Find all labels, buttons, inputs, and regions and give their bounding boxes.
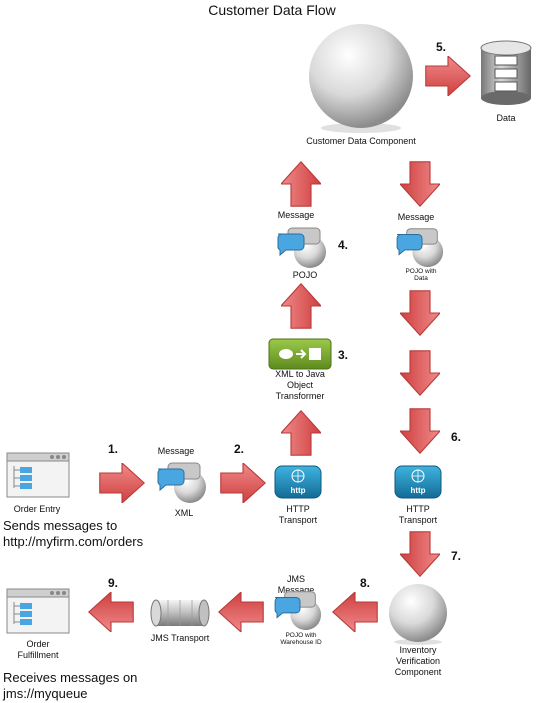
message-label-right: Message (397, 212, 435, 222)
inventory-verification-label: Inventory Verification Component (394, 645, 442, 677)
arrow-up-to-transformer (281, 410, 321, 456)
http-badge-left: http (290, 486, 305, 495)
http-transport-left-icon: http (274, 465, 322, 499)
jms-transport-label: JMS Transport (150, 633, 210, 643)
data-label: Data (496, 113, 516, 123)
pojo-with-warehouse-label: POJO with Warehouse ID (280, 632, 322, 647)
message-xml-label: Message (157, 446, 195, 456)
message-label-left: Message (277, 210, 315, 220)
jms-message-icon (274, 591, 322, 631)
step-3-label: 3. (338, 348, 349, 362)
transformer-icon (268, 338, 332, 370)
step-2-label: 2. (234, 442, 245, 456)
step-6-label: 6. (451, 430, 462, 444)
arrow-to-http-left (220, 463, 266, 503)
order-fulfillment-label: Order Fulfillment (17, 639, 59, 660)
arrow-down-2 (400, 350, 440, 396)
arrow-down-1 (400, 290, 440, 336)
xml-label: XML (174, 508, 194, 518)
arrow-down-to-inventory (400, 531, 440, 577)
order-entry-window-icon (6, 452, 70, 498)
diagram-title: Customer Data Flow (208, 2, 336, 18)
pojo-message-icon (277, 227, 326, 268)
arrow-to-data (425, 56, 471, 96)
arrow-to-jms-message (332, 592, 378, 632)
step-8-label: 8. (360, 576, 371, 590)
pojo-with-data-message-icon (396, 228, 444, 268)
receives-messages-text: Receives messages on jms://myqueue (3, 670, 138, 702)
step-5-label: 5. (436, 40, 447, 54)
http-transport-right-icon: http (394, 465, 442, 499)
order-entry-label: Order Entry (13, 504, 61, 514)
step-7-label: 7. (451, 549, 462, 563)
customer-data-component-label: Customer Data Component (306, 136, 416, 146)
arrow-up-to-pojo (281, 283, 321, 329)
arrow-down-from-component (400, 161, 440, 207)
jms-message-label: JMS Message (277, 574, 315, 595)
arrow-to-xml (99, 463, 145, 503)
arrow-to-jms-transport (218, 592, 264, 632)
sends-messages-text: Sends messages to http://myfirm.com/orde… (3, 518, 144, 550)
http-transport-left-label: HTTP Transport (278, 504, 318, 525)
jms-transport-icon (150, 599, 210, 627)
arrow-down-to-http (400, 408, 440, 454)
http-transport-right-label: HTTP Transport (398, 504, 438, 525)
step-9-label: 9. (108, 576, 119, 590)
pojo-with-data-label: POJO with Data (405, 268, 437, 283)
pojo-label: POJO (292, 270, 318, 280)
order-fulfillment-window-icon (6, 588, 70, 634)
transformer-label: XML to Java Object Transformer (275, 369, 325, 401)
arrow-up-to-component (281, 161, 321, 207)
database-icon (480, 40, 532, 105)
xml-message-icon (157, 462, 206, 503)
arrow-to-order-fulfillment (88, 592, 134, 632)
step-1-label: 1. (108, 442, 119, 456)
step-4-label: 4. (338, 238, 349, 252)
customer-data-component-sphere (309, 24, 413, 133)
http-badge-right: http (410, 486, 425, 495)
inventory-verification-sphere (389, 584, 447, 645)
